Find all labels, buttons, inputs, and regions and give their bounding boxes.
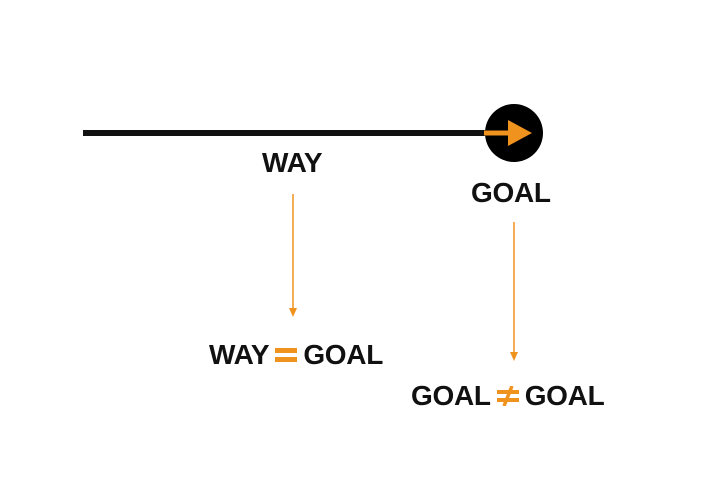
- goal-label: GOAL: [471, 177, 551, 208]
- equation-left-term: WAY: [209, 339, 270, 370]
- way-down-arrow: [289, 194, 297, 317]
- goal-down-arrow: [510, 222, 518, 361]
- equation-right-term: GOAL: [524, 380, 605, 411]
- equals-sign-icon: [275, 345, 298, 365]
- goal-arrow-icon: [484, 120, 532, 146]
- equation-goal-not-equal-goal: GOAL GOAL: [411, 380, 605, 412]
- equation-way-equals-goal: WAY GOAL: [209, 339, 383, 371]
- equation-right-term: GOAL: [303, 339, 383, 370]
- way-label: WAY: [262, 147, 323, 178]
- not-equal-sign-icon: [496, 386, 519, 406]
- equation-left-term: GOAL: [411, 380, 491, 411]
